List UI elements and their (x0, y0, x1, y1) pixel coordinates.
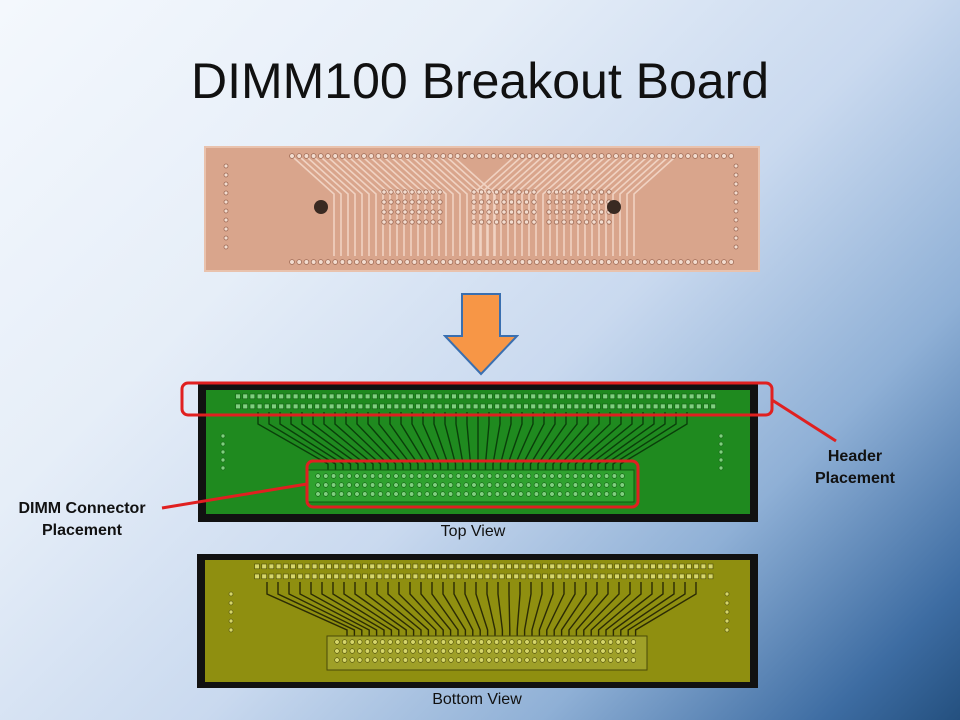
slide-title: DIMM100 Breakout Board (190, 53, 770, 109)
pcb-photo (204, 146, 760, 272)
pcb-bottom-view (197, 554, 758, 688)
header-placement-label: Header Placement (790, 446, 920, 490)
header-placement-line1: Header (827, 448, 883, 465)
down-arrow-icon (443, 293, 519, 376)
header-leader-line (771, 398, 837, 443)
header-placement-line2: Placement (814, 470, 896, 487)
dimm-placement-line1: DIMM Connector (18, 500, 146, 517)
pcb-top-view (198, 384, 758, 522)
dimm-connector-placement-label: DIMM Connector Placement (2, 498, 162, 542)
dimm-placement-line2: Placement (41, 522, 123, 539)
bottom-view-caption: Bottom View (432, 691, 522, 708)
top-view-caption: Top View (440, 523, 506, 540)
